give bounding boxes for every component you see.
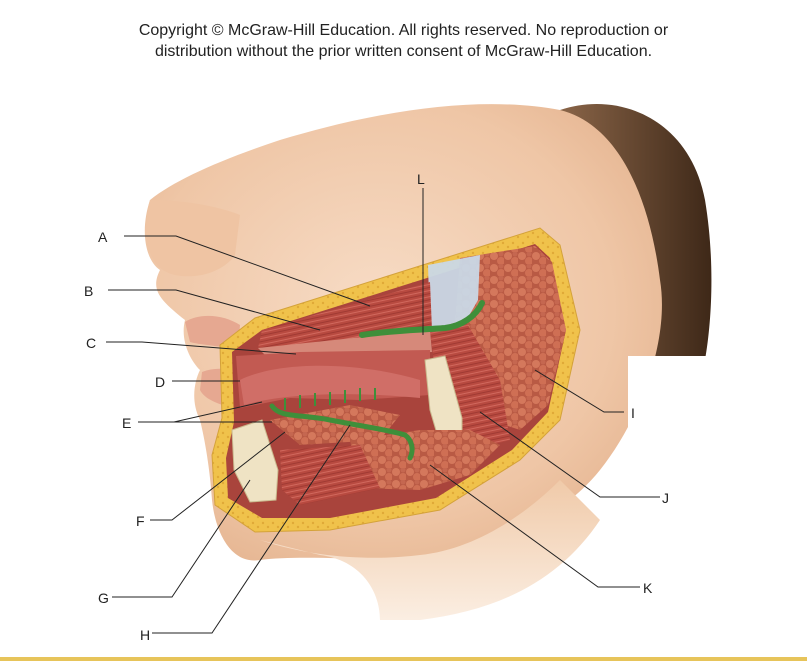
label-f: F (136, 513, 145, 529)
leader-i (534, 369, 624, 413)
label-e: E (122, 415, 131, 431)
leader-f (150, 431, 286, 521)
parotid-duct (359, 300, 485, 338)
nose (146, 200, 240, 277)
label-b: B (84, 283, 93, 299)
bottom-accent-bar (0, 657, 807, 661)
label-a: A (98, 229, 108, 245)
label-i: I (631, 405, 635, 421)
leader-g (112, 479, 251, 598)
copyright-notice: Copyright © McGraw-Hill Education. All r… (0, 20, 807, 62)
leader-b (108, 289, 321, 331)
label-k: K (643, 580, 653, 596)
label-j: J (662, 490, 669, 506)
submandibular-gland (350, 430, 500, 490)
mandible-body (231, 419, 279, 503)
label-l: L (417, 171, 425, 187)
leader-c (106, 341, 297, 355)
sublingual-ducts (284, 388, 376, 410)
blank-box (628, 356, 740, 458)
leader-h (152, 424, 351, 634)
label-d: D (155, 374, 165, 390)
leader-j (479, 411, 660, 498)
tongue (240, 365, 420, 405)
mylohyoid-muscle (280, 445, 380, 505)
label-c: C (86, 335, 96, 351)
submandibular-duct (269, 403, 415, 461)
copyright-line-2: distribution without the prior written c… (154, 43, 653, 60)
leader-lines (106, 188, 660, 634)
leader-k (429, 464, 640, 588)
label-g: G (98, 590, 109, 606)
leader-a (124, 235, 371, 307)
label-h: H (140, 627, 150, 643)
neck (260, 480, 600, 620)
copyright-line-1: Copyright © McGraw-Hill Education. All r… (138, 22, 669, 39)
